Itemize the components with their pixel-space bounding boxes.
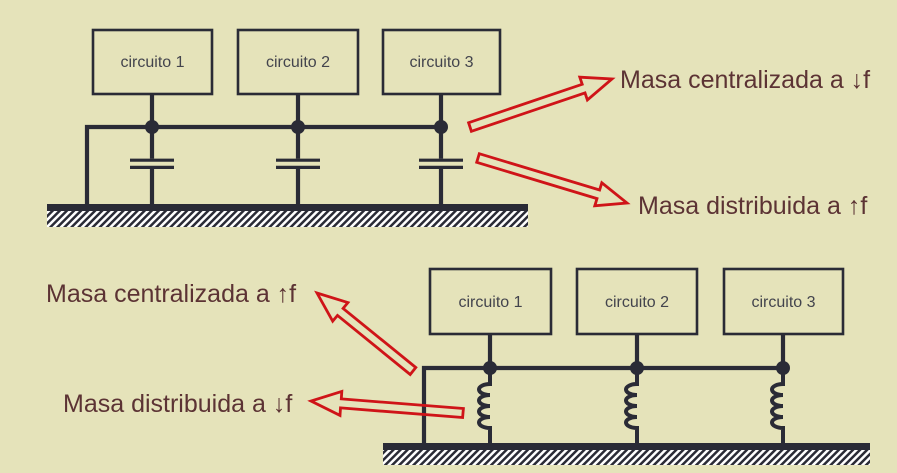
circuit-box-bottom-2: circuito 2: [575, 267, 699, 336]
ground-bar: [383, 443, 870, 450]
centralized-mass-label-top: Masa centralizada a ↓f: [620, 66, 870, 94]
arrow-down-right-icon: [474, 151, 631, 208]
top-circuit-diagram: circuito 1 circuito 2 circuito 3 Masa ce…: [47, 28, 870, 227]
ground-hatch: [383, 450, 870, 465]
junction-dot: [630, 361, 644, 375]
distributed-mass-label-bottom: Masa distribuida a ↓f: [63, 390, 292, 418]
circuit-box-label: circuito 3: [409, 54, 473, 71]
arrow-up-right-icon: [466, 75, 616, 134]
arrow-left-icon: [307, 389, 465, 420]
circuit-box-top-2: circuito 2: [236, 28, 360, 96]
circuit-box-label: circuito 3: [751, 294, 815, 311]
junction-dot: [483, 361, 497, 375]
circuit-box-label: circuito 2: [266, 54, 330, 71]
ground-plane-bottom: [383, 443, 870, 465]
bottom-circuit-diagram: circuito 1 circuito 2 circuito 3 Masa ce…: [46, 267, 870, 465]
circuit-box-label: circuito 2: [605, 294, 669, 311]
ground-bus-wire: [421, 365, 783, 445]
junction-dot: [434, 120, 448, 134]
distributed-mass-label-top: Masa distribuida a ↑f: [638, 192, 867, 220]
circuit-box-bottom-1: circuito 1: [428, 267, 553, 336]
circuit-box-top-1: circuito 1: [91, 28, 214, 96]
junction-dot: [776, 361, 790, 375]
wires-top: [84, 94, 444, 206]
capacitor-2: [276, 127, 320, 206]
centralized-mass-label-bottom: Masa centralizada a ↑f: [46, 280, 296, 308]
capacitor-1: [130, 127, 174, 206]
inductor-2: [624, 368, 639, 445]
junction-dot: [145, 120, 159, 134]
circuit-box-bottom-3: circuito 3: [722, 267, 845, 336]
arrow-up-left-icon: [314, 290, 418, 377]
ground-plane-top: [47, 204, 528, 227]
inductor-3: [770, 368, 785, 445]
ground-bar: [47, 204, 528, 211]
circuit-box-label: circuito 1: [458, 294, 522, 311]
circuit-box-label: circuito 1: [120, 54, 184, 71]
inductor-1: [477, 368, 492, 445]
junction-dot: [291, 120, 305, 134]
ground-hatch: [47, 211, 528, 227]
circuit-box-top-3: circuito 3: [381, 28, 502, 96]
capacitor-3: [419, 127, 463, 206]
ground-bus-wire: [84, 124, 441, 206]
